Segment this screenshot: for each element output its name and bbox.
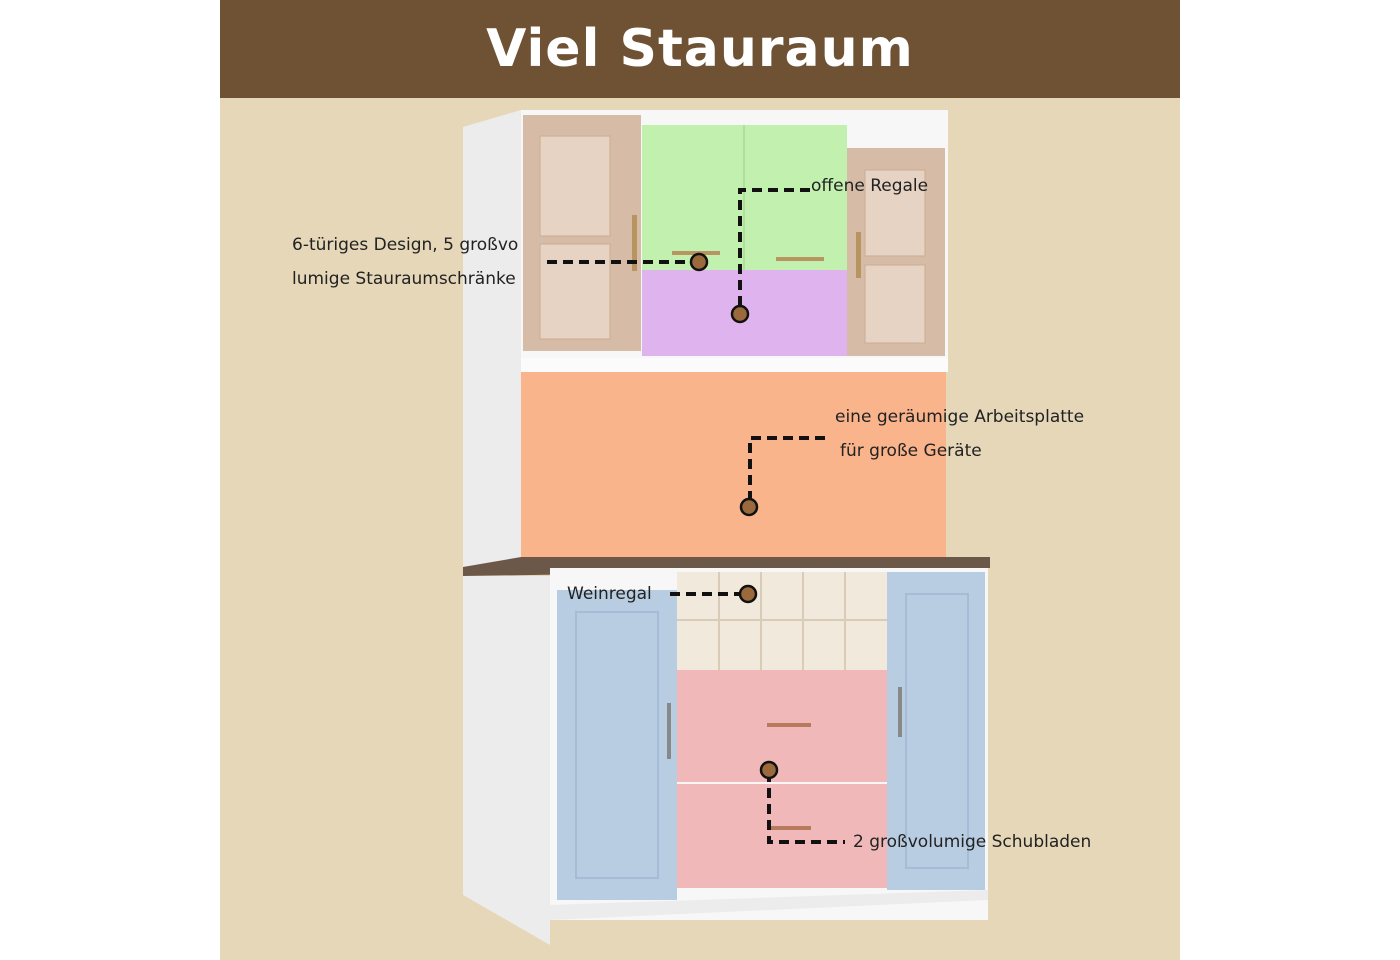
lower-drawer bbox=[677, 784, 887, 888]
middle-section-side bbox=[463, 358, 521, 567]
leader-lines bbox=[547, 188, 845, 844]
leader-drawers bbox=[767, 772, 845, 844]
upper-center-right-handle bbox=[776, 257, 824, 261]
callout-countertop: eine geräumige Arbeitsplatte für große G… bbox=[835, 400, 1084, 468]
callout-markers bbox=[689, 252, 779, 780]
upper-left-door-handle bbox=[632, 215, 637, 271]
callout-countertop-line-2: für große Geräte bbox=[840, 441, 982, 461]
marker-wine-rack bbox=[738, 584, 758, 604]
title-banner: Viel Stauraum bbox=[220, 0, 1180, 98]
cabinet-illustration bbox=[463, 110, 990, 945]
callout-wine-rack: Weinregal bbox=[567, 577, 652, 611]
lower-left-door-panel bbox=[575, 611, 659, 879]
banner-title: Viel Stauraum bbox=[486, 19, 914, 79]
callout-six-door: 6-türiges Design, 5 großvo lumige Staura… bbox=[292, 228, 518, 296]
callout-open-shelves: offene Regale bbox=[811, 169, 928, 203]
callout-drawers: 2 großvolumige Schubladen bbox=[853, 825, 1091, 859]
callout-countertop-line-1: eine geräumige Arbeitsplatte bbox=[835, 407, 1085, 427]
lower-left-door-handle bbox=[667, 703, 671, 759]
upper-right-glass-pane-bottom bbox=[864, 264, 926, 344]
upper-right-door-handle bbox=[856, 232, 861, 278]
marker-countertop bbox=[739, 497, 759, 517]
leader-open-shelves bbox=[738, 188, 810, 312]
wine-rack-dividers bbox=[677, 572, 887, 670]
leader-countertop bbox=[748, 436, 825, 505]
middle-shelf-edge bbox=[521, 358, 948, 372]
lower-cabinet-side bbox=[463, 576, 550, 945]
upper-left-glass-pane-top bbox=[539, 135, 611, 237]
upper-cabinet-side bbox=[463, 110, 521, 358]
callout-six-door-line-2: lumige Stauraumschränke bbox=[292, 269, 516, 289]
lower-drawer-handle bbox=[767, 826, 811, 830]
callout-wine-rack-text: Weinregal bbox=[567, 584, 652, 604]
cabinet-plinth bbox=[550, 890, 988, 920]
lower-right-door-handle bbox=[898, 687, 902, 737]
marker-open-shelves bbox=[730, 304, 750, 324]
backsplash-panel bbox=[521, 372, 946, 558]
callout-six-door-line-1: 6-türiges Design, 5 großvo bbox=[292, 235, 519, 255]
callout-drawers-text: 2 großvolumige Schubladen bbox=[853, 832, 1092, 852]
product-panel: Viel Stauraum bbox=[220, 0, 1180, 960]
marker-drawers bbox=[759, 760, 779, 780]
upper-right-glass-pane-top bbox=[864, 169, 926, 257]
marker-six-door bbox=[689, 252, 709, 272]
upper-center-left-handle bbox=[672, 251, 720, 255]
upper-drawer-handle bbox=[767, 723, 811, 727]
lower-right-door-panel bbox=[905, 593, 969, 869]
callout-open-shelves-text: offene Regale bbox=[811, 176, 929, 196]
upper-left-glass-pane-bottom bbox=[539, 243, 611, 340]
